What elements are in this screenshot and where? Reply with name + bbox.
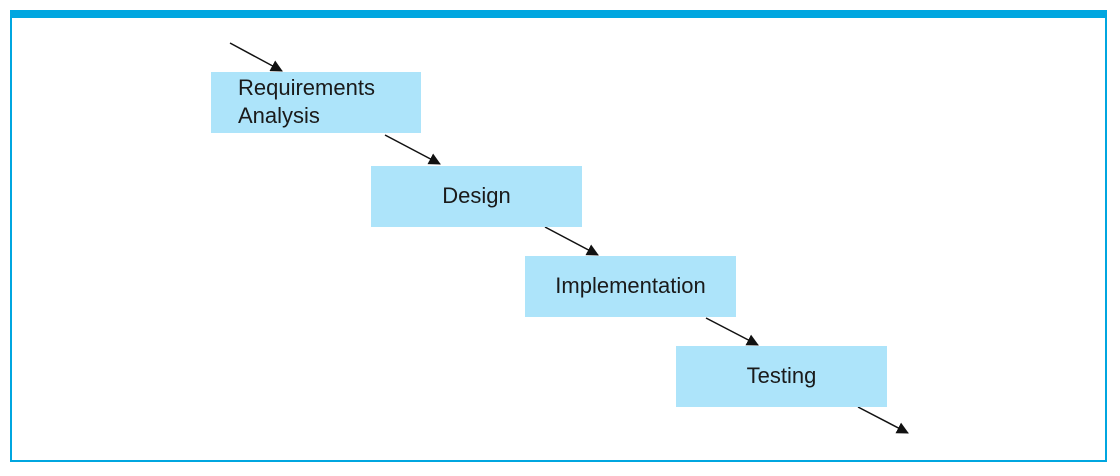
stage-label-line-1: Requirements xyxy=(238,75,375,100)
arrow-exit xyxy=(857,406,909,434)
stage-label: Implementation xyxy=(555,273,705,298)
stage-box xyxy=(211,72,421,133)
stage-box xyxy=(371,166,582,227)
stage-design: Design xyxy=(371,166,582,227)
arrow-entry xyxy=(229,42,283,72)
arrow-design-to-implementation xyxy=(544,226,599,256)
stage-requirements-analysis: Requirements Analysis xyxy=(211,72,421,133)
stage-label: Design xyxy=(442,183,510,208)
arrow-requirements-to-design xyxy=(384,134,441,165)
stage-testing: Testing xyxy=(676,346,887,407)
stage-label-line-2: Analysis xyxy=(238,103,320,128)
stage-implementation: Implementation xyxy=(525,256,736,317)
stage-box xyxy=(525,256,736,317)
diagram-frame xyxy=(10,10,1107,462)
stage-box xyxy=(676,346,887,407)
stage-label: Testing xyxy=(747,363,817,388)
arrow-implementation-to-testing xyxy=(705,317,759,346)
